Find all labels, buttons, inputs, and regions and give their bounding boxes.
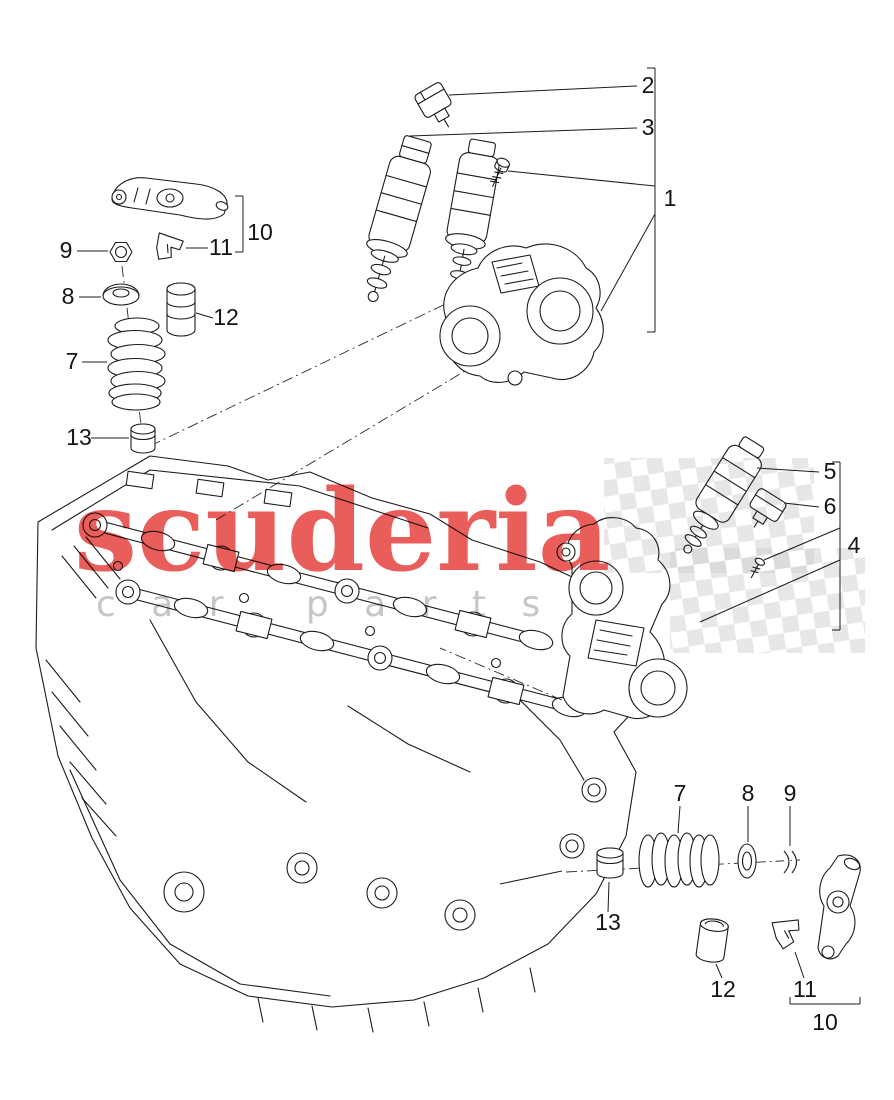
rocker-arm-bottom [817,854,861,960]
bolt-screw-top [490,157,510,187]
callout-12-left: 12 [213,304,239,330]
hydraulic-tappet-bottom [695,918,729,963]
checkered-flag-watermark [670,548,865,653]
callout-7-left: 7 [66,348,79,374]
camshaft-exhaust [115,579,587,718]
camshaft-intake [82,512,554,651]
callout-6: 6 [824,493,837,519]
callout-9-bottom: 9 [784,780,797,806]
watermark: scuderia c a r p a r t s [74,458,865,653]
valve-keeper-clip-bottom [771,919,800,950]
hydraulic-tappet-left [166,282,196,337]
camshaft-bearing-bridge-right [556,517,688,720]
cylinder-head-drawing [35,455,653,1033]
watermark-title: scuderia [74,466,610,597]
watermark-subtitle: c a r p a r t s [96,584,552,625]
callout-13-left: 13 [66,424,92,450]
camshaft-bearing-bridge-top [439,243,604,386]
callout-5: 5 [824,458,837,484]
valve-spring-left [107,317,166,411]
solenoid-valve-upper-left [366,135,432,303]
callout-10-left: 10 [247,219,273,245]
callout-3: 3 [642,114,655,140]
spring-seat-left [102,283,140,306]
spring-seat-bottom [737,843,757,879]
callout-10-bottom: 10 [812,1009,838,1035]
callout-12-bottom: 12 [710,976,736,1002]
callout-13-bottom: 13 [595,909,621,935]
valve-spring-bottom [638,832,720,888]
callout-1: 1 [664,185,677,211]
callout-4: 4 [848,532,861,558]
callout-8-bottom: 8 [742,780,755,806]
rocker-arm-left [111,177,229,220]
connector-sensor-part2 [414,82,452,128]
valve-keeper-bottom [783,850,798,874]
callout-11-bottom: 11 [793,976,817,1002]
callout-2: 2 [642,72,655,98]
callout-7-bottom: 7 [674,780,687,806]
valve-stem-nut-left [109,241,133,263]
callout-9-left: 9 [60,237,73,263]
leader-lines [77,67,861,1005]
callout-11-left: 11 [209,234,233,260]
valve-keeper-clip-left [156,232,184,260]
valve-stem-seal-bottom [596,847,624,879]
callout-8-left: 8 [62,283,75,309]
valve-stem-seal-left [130,423,156,454]
callout-labels: 2 3 1 10 9 11 8 12 7 13 5 6 4 7 8 9 13 1… [60,72,861,1035]
